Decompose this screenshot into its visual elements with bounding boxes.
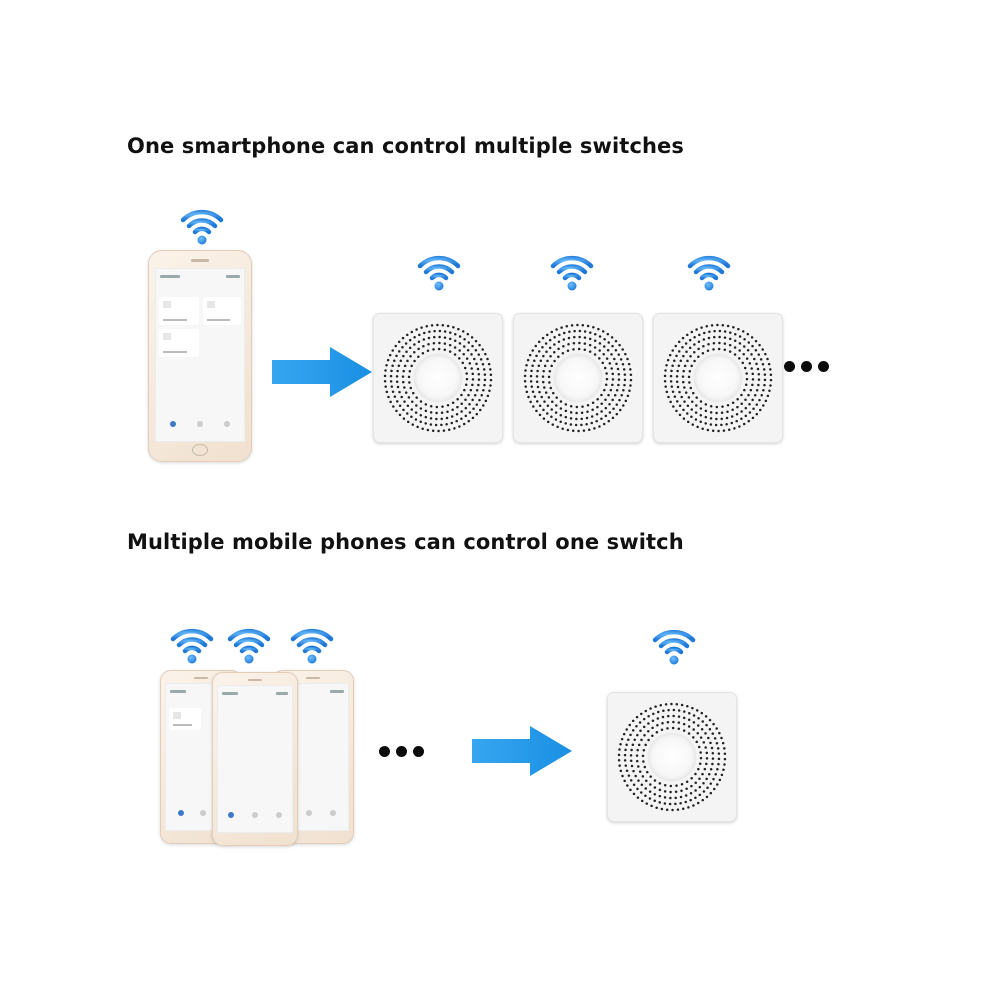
right-arrow-icon	[272, 347, 372, 397]
wifi-icon	[687, 253, 731, 293]
heading-one-to-many: One smartphone can control multiple swit…	[127, 134, 684, 158]
home-button	[192, 444, 208, 456]
right-arrow-icon	[472, 726, 572, 776]
smartphone	[212, 672, 298, 846]
device-card	[203, 297, 241, 325]
device-card	[159, 329, 199, 357]
wifi-icon	[227, 626, 271, 666]
smart-switch	[373, 313, 503, 443]
wifi-icon	[550, 253, 594, 293]
smart-switch	[513, 313, 643, 443]
wifi-icon	[180, 207, 224, 247]
ellipsis-icon	[379, 746, 424, 757]
smart-switch	[607, 692, 737, 822]
smartphone	[148, 250, 252, 462]
smart-switch	[653, 313, 783, 443]
wifi-icon	[290, 626, 334, 666]
phone-speaker	[191, 259, 209, 262]
heading-many-to-one: Multiple mobile phones can control one s…	[127, 530, 684, 554]
bottom-nav	[156, 421, 244, 433]
wifi-icon	[170, 626, 214, 666]
wifi-icon	[417, 253, 461, 293]
wifi-icon	[652, 627, 696, 667]
phone-screen	[155, 268, 245, 442]
ellipsis-icon	[784, 361, 829, 372]
status-bar	[160, 275, 240, 279]
device-card	[159, 297, 199, 325]
